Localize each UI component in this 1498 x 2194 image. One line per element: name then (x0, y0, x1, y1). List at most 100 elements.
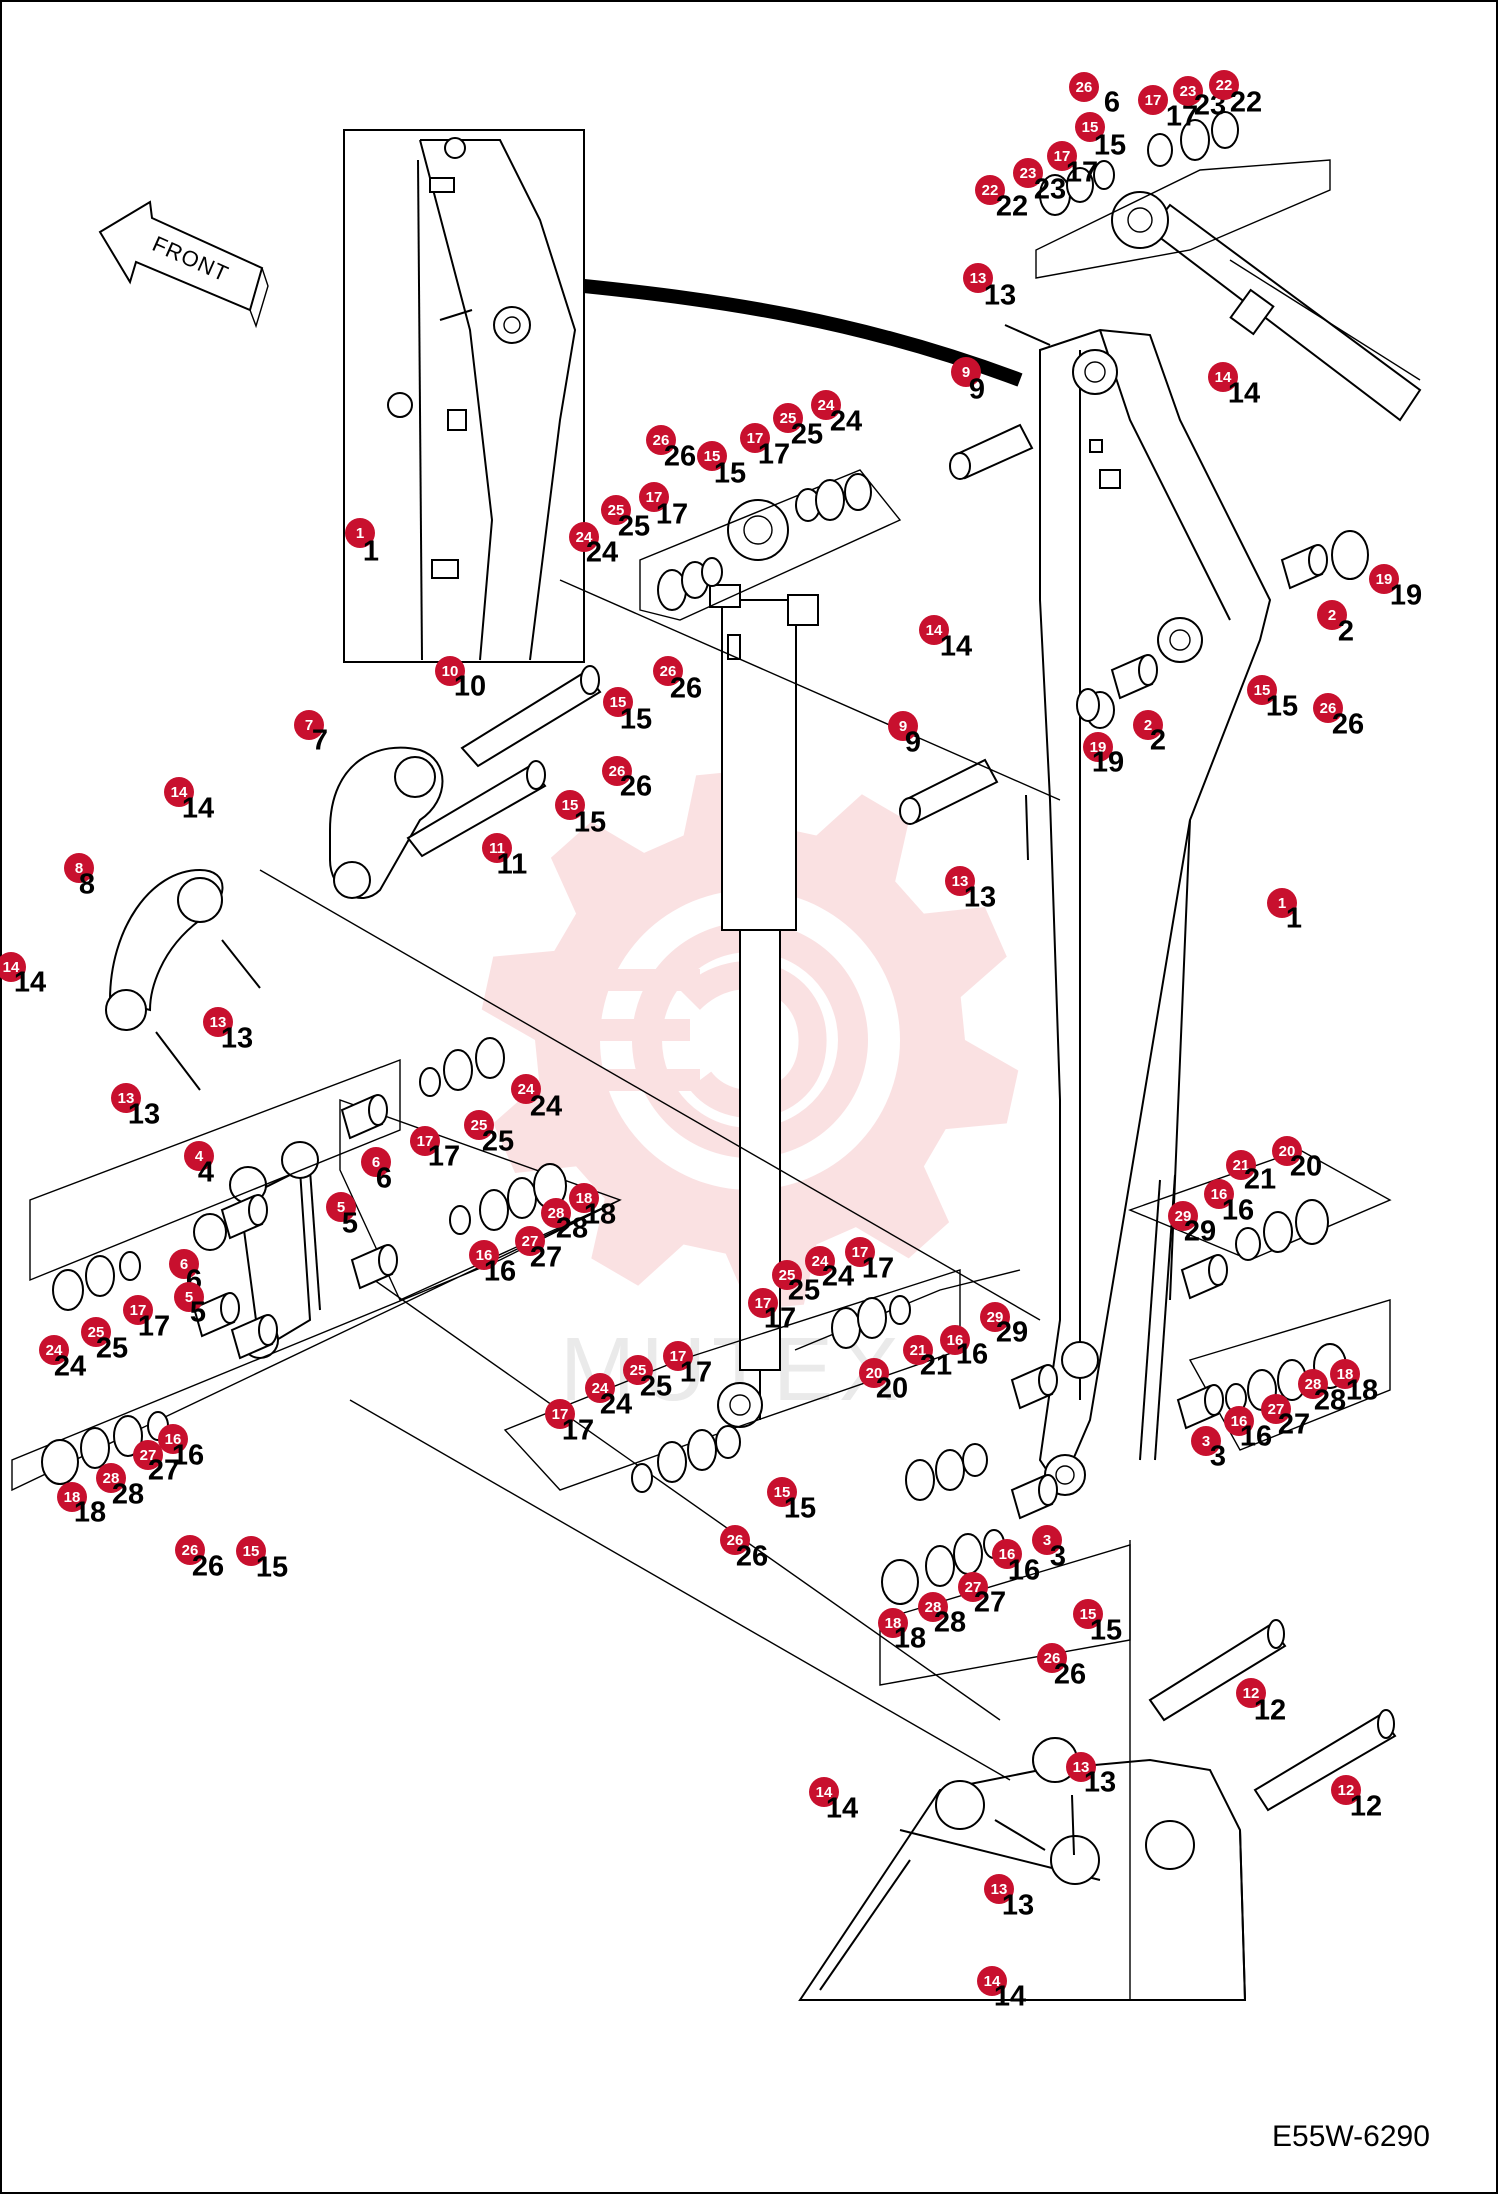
callout-badge (57, 1482, 87, 1512)
callout-badge (294, 710, 324, 740)
callout-part-number: 22 (1230, 87, 1262, 119)
callout-badge-number: 24 (46, 1342, 63, 1359)
ring-part (52, 1269, 84, 1311)
callout-9: 99 (951, 357, 985, 406)
callout-part-number: 26 (620, 771, 652, 803)
callout-badge-number: 11 (489, 840, 505, 857)
callout-badge-number: 22 (982, 182, 999, 199)
pin-12-upper (1148, 1619, 1287, 1722)
bushing-part (220, 1194, 268, 1240)
callout-badge (464, 1110, 494, 1140)
callout-part-number: 12 (1350, 1791, 1382, 1823)
callout-part-number: 13 (964, 882, 996, 914)
callout-badge-number: 13 (118, 1090, 135, 1107)
callout-part-number: 16 (1222, 1195, 1254, 1227)
callout-part-number: 8 (79, 869, 95, 901)
callout-badge-number: 25 (471, 1117, 488, 1134)
callout-badge (602, 756, 632, 786)
bolts (155, 324, 1075, 1856)
callout-badge-number: 3 (1202, 1433, 1210, 1450)
callout-badge-number: 27 (140, 1447, 157, 1464)
callout-badge-number: 26 (1044, 1650, 1061, 1667)
callout-badge (1133, 710, 1163, 740)
callout-badge-number: 26 (727, 1532, 744, 1549)
callout-part-number: 15 (714, 458, 746, 490)
callout-badge (859, 1358, 889, 1388)
callout-badge-number: 5 (337, 1199, 345, 1216)
callout-badge-number: 24 (576, 529, 593, 546)
bushing-part (1280, 544, 1328, 590)
callout-badge (169, 1249, 199, 1279)
callout-badge-number: 25 (608, 502, 625, 519)
callout-badge-number: 22 (1216, 77, 1233, 94)
callout-badge (326, 1192, 356, 1222)
callout-badge (945, 866, 975, 896)
callout-part-number: 9 (969, 374, 985, 406)
callout-part-number: 5 (190, 1297, 206, 1329)
callout-badge (1037, 1643, 1067, 1673)
bushing-part (1110, 654, 1158, 700)
callout-part-number: 16 (1240, 1421, 1272, 1453)
callout-badge (39, 1335, 69, 1365)
drawing-code: E55W-6290 (1272, 2120, 1430, 2153)
ring-part (881, 1559, 919, 1605)
callout-badge (482, 833, 512, 863)
front-label: FRONT (149, 231, 233, 287)
callout-badge-number: 19 (1090, 739, 1107, 756)
callout-part-number: 25 (640, 1371, 672, 1403)
callout-badge-number: 16 (1211, 1186, 1228, 1203)
callout-badge-number: 24 (812, 1253, 829, 1270)
callout-8: 88 (64, 853, 95, 901)
callout-part-number: 15 (620, 704, 652, 736)
callout-badge-number: 6 (180, 1256, 188, 1273)
callout-badge (977, 1966, 1007, 1996)
callout-badge (1173, 76, 1203, 106)
callout-badge-number: 12 (1338, 1782, 1355, 1799)
callout-part-number: 17 (138, 1311, 170, 1343)
ring-part (657, 1441, 687, 1483)
callout-part-number: 10 (454, 671, 486, 703)
callout-badge-number: 23 (1020, 165, 1037, 182)
callout-part-number: 17 (764, 1303, 796, 1335)
bushing-part (350, 1244, 398, 1290)
callout-badge-number: 16 (947, 1332, 964, 1349)
callout-part-number: 27 (530, 1242, 562, 1274)
ring-part (857, 1297, 887, 1339)
callout-part-number: 20 (876, 1373, 908, 1405)
callout-badge-number: 14 (1215, 369, 1232, 386)
callout-6: 66 (169, 1249, 202, 1297)
callout-badge (1298, 1369, 1328, 1399)
callout-badge (585, 1373, 615, 1403)
callout-badge-number: 19 (1376, 571, 1393, 588)
callout-badge (980, 1302, 1010, 1332)
callout-part-number: 13 (1002, 1890, 1034, 1922)
callout-badge (845, 1237, 875, 1267)
callout-part-number: 16 (172, 1440, 204, 1472)
callout-badge-number: 16 (1231, 1413, 1248, 1430)
callout-part-number: 19 (1092, 747, 1124, 779)
callout-part-number: 3 (1210, 1441, 1226, 1473)
callout-badge-number: 29 (987, 1309, 1004, 1326)
pin-12-lower (1253, 1709, 1397, 1812)
callout-badge-number: 24 (818, 397, 835, 414)
callout-badge (111, 1083, 141, 1113)
callout-badge-number: 1 (356, 525, 364, 542)
